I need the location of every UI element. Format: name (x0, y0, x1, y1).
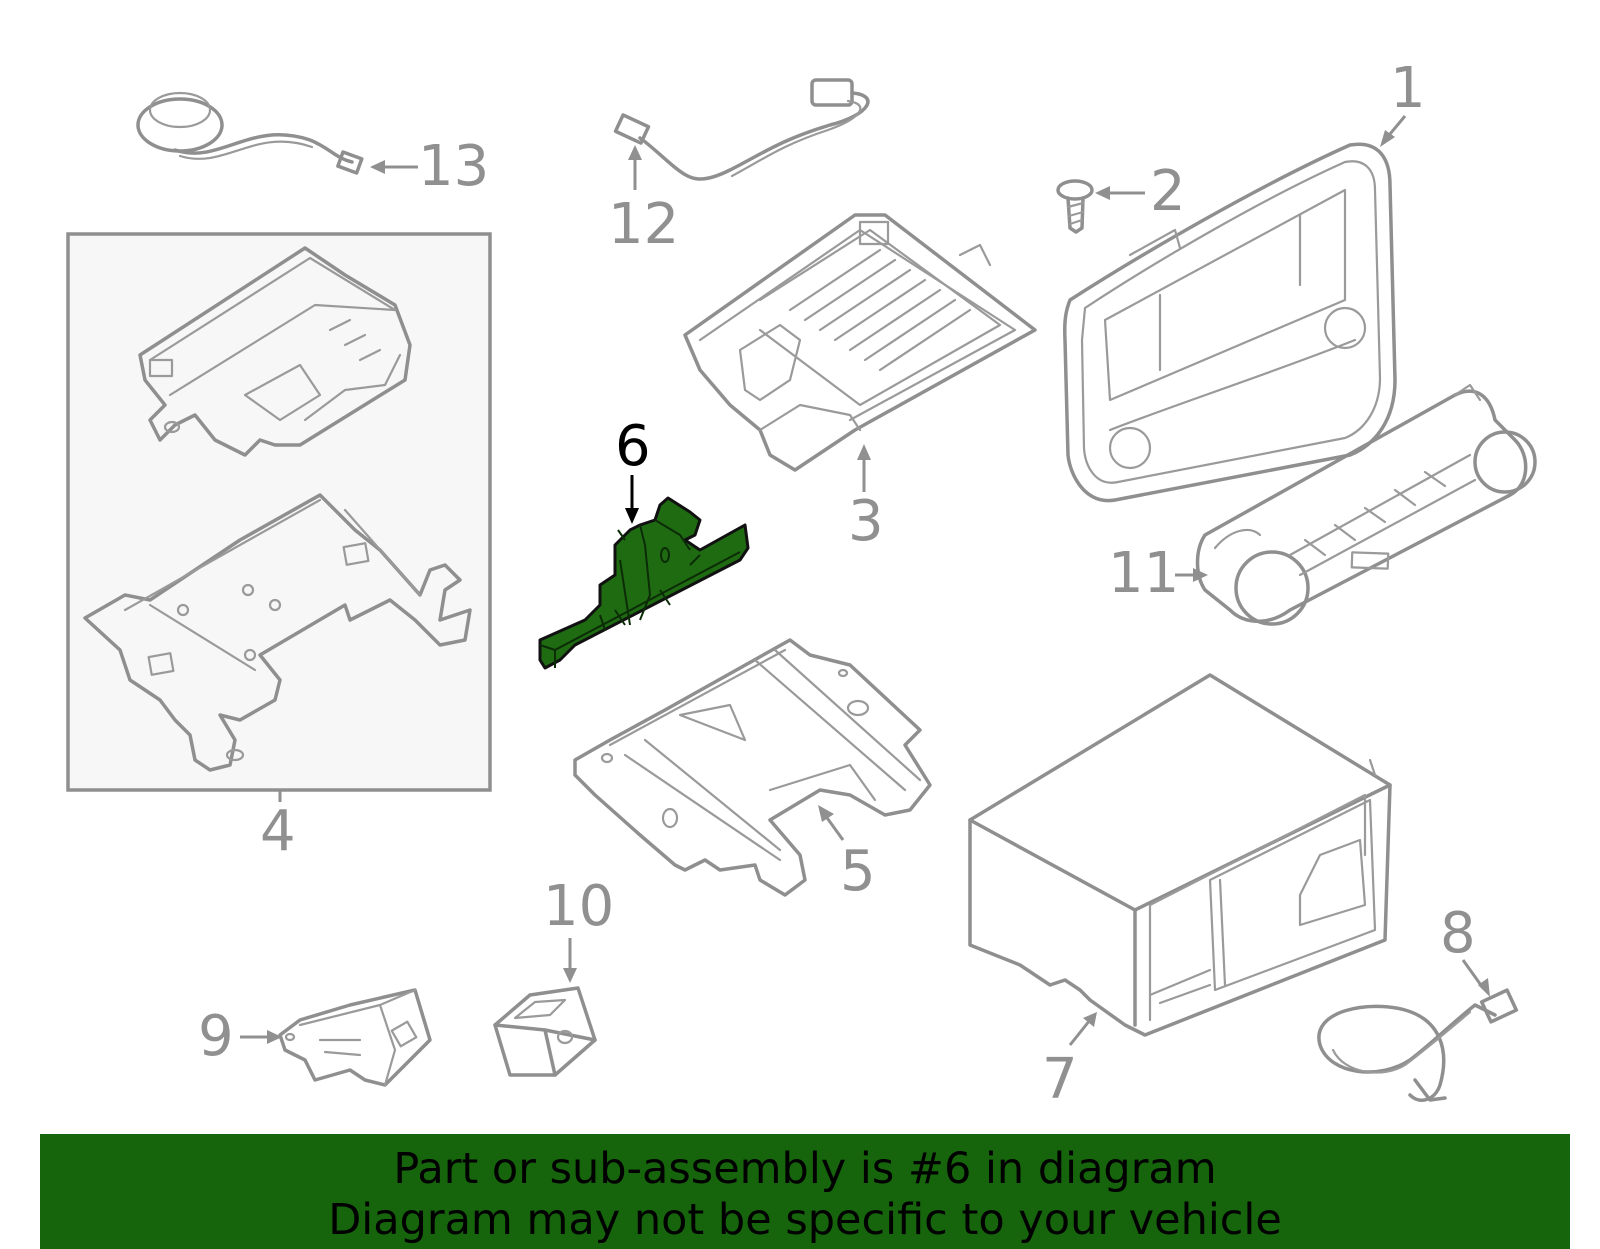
part-8-cable[interactable] (1317, 988, 1519, 1102)
part-4-bracket[interactable] (83, 493, 472, 772)
arrow-5 (823, 814, 845, 841)
assembly-4-group-box (66, 232, 492, 792)
banner-line-1: Part or sub-assembly is #6 in diagram (393, 1144, 1217, 1194)
notice-banner: Part or sub-assembly is #6 in diagram Di… (40, 1134, 1570, 1249)
part-6-bracket-highlighted[interactable] (538, 496, 750, 670)
arrow-8 (1461, 959, 1485, 989)
part-4-ecu-assembly[interactable] (138, 246, 412, 457)
part-1-bezel[interactable] (1063, 142, 1397, 503)
part-5-bracket[interactable] (573, 638, 932, 897)
part-13-antenna[interactable] (136, 91, 364, 175)
arrow-7 (1068, 1019, 1092, 1046)
callout-11: 11 (1108, 541, 1179, 606)
part-9-connector[interactable] (278, 988, 432, 1087)
callout-3: 3 (848, 489, 884, 554)
callout-5: 5 (840, 839, 876, 904)
part-11-control-panel[interactable] (1195, 383, 1537, 626)
callout-arrows (240, 115, 1490, 1046)
part-2-screw[interactable] (1056, 179, 1094, 234)
callout-1: 1 (1390, 56, 1426, 121)
callout-13: 13 (418, 134, 489, 199)
banner-line-2: Diagram may not be specific to your vehi… (328, 1195, 1282, 1245)
callout-12: 12 (608, 192, 679, 257)
part-7-head-unit[interactable] (968, 673, 1392, 1037)
callout-9: 9 (198, 1004, 234, 1069)
callout-2: 2 (1150, 159, 1186, 224)
part-12-cable[interactable] (613, 78, 870, 181)
part-3-module[interactable] (683, 213, 1037, 472)
callout-4: 4 (260, 799, 296, 864)
callout-6: 6 (615, 414, 651, 479)
part-10-switch[interactable] (493, 986, 597, 1077)
callout-7: 7 (1042, 1047, 1078, 1112)
callout-10: 10 (543, 874, 614, 939)
callout-8: 8 (1440, 901, 1476, 966)
